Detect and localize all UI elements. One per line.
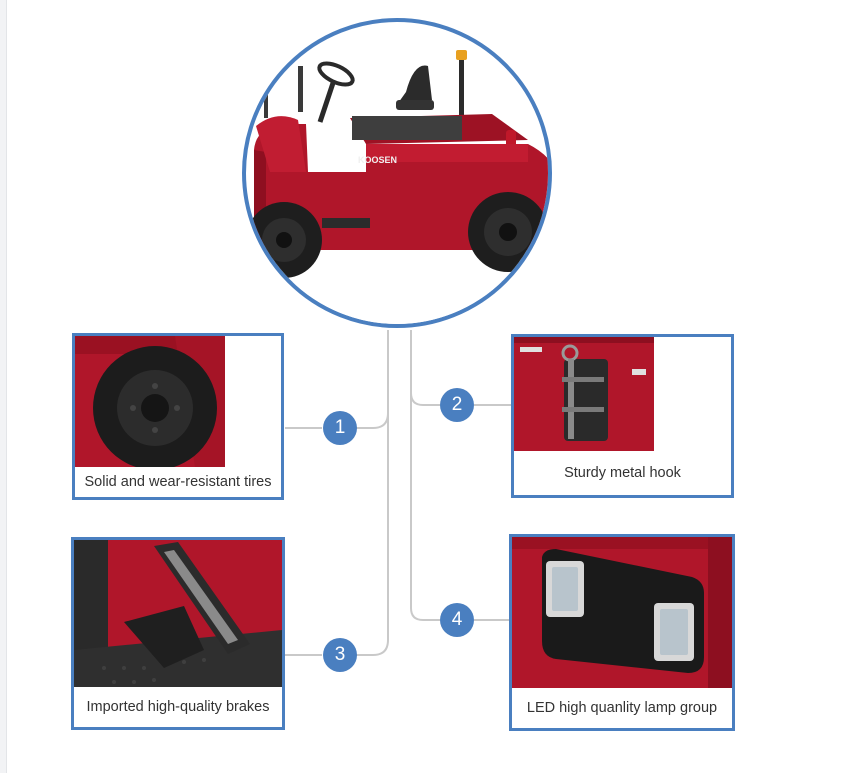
feature-number-badge-1: 1 — [323, 411, 357, 445]
tire-photo — [75, 336, 281, 467]
feature-number-badge-4: 4 — [440, 603, 474, 637]
page-edge — [0, 0, 7, 773]
caption-tires: Solid and wear-resistant tires — [75, 467, 281, 497]
feature-number-badge-3: 3 — [323, 638, 357, 672]
hook-photo — [514, 337, 731, 455]
feature-card-brakes: Imported high-quality brakes — [71, 537, 285, 730]
caption-hook: Sturdy metal hook — [514, 451, 731, 495]
feature-card-hook: Sturdy metal hook — [511, 334, 734, 498]
caption-lamp: LED high quanlity lamp group — [512, 688, 732, 728]
led-lamp-photo — [512, 537, 732, 692]
feature-card-tires: Solid and wear-resistant tires — [72, 333, 284, 500]
brake-pedal-photo — [74, 540, 282, 692]
feature-card-lamp: LED high quanlity lamp group — [509, 534, 735, 731]
vehicle-hero-image: KOOSEN — [242, 18, 552, 328]
caption-brakes: Imported high-quality brakes — [74, 687, 282, 727]
feature-number-badge-2: 2 — [440, 388, 474, 422]
brand-logo-text: KOOSEN — [358, 155, 397, 165]
